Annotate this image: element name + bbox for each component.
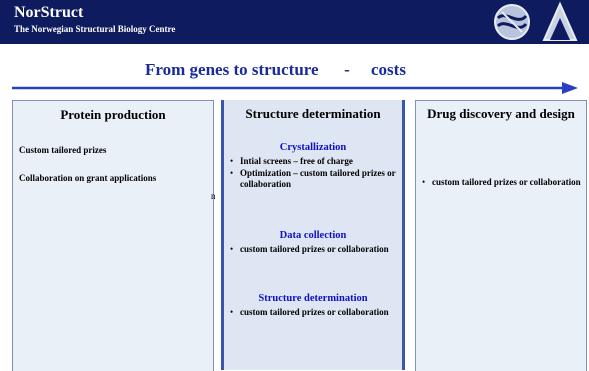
brand-title: NorStruct <box>14 4 84 21</box>
bullet-icon: • <box>230 156 234 166</box>
heading-right: costs <box>371 60 406 79</box>
page-heading: From genes to structure - costs <box>145 60 406 80</box>
bullet-icon: • <box>230 244 234 254</box>
bullet-icon: • <box>422 177 426 187</box>
bullet-item: • Optimization – custom tailored prizes … <box>230 168 396 189</box>
column-title: Drug discovery and design <box>427 106 575 121</box>
column-title: Structure determination <box>245 106 381 121</box>
header-band: NorStruct The Norwegian Structural Biolo… <box>0 0 589 44</box>
column-drug-discovery: Drug discovery and design • custom tailo… <box>415 100 587 371</box>
progress-arrow-icon <box>12 82 578 94</box>
bullet-item: • custom tailored prizes or collaboratio… <box>422 177 581 187</box>
text-line: Collaboration on grant applications <box>19 173 157 183</box>
bullet-item: • Intial screens – free of charge <box>230 156 353 166</box>
bullet-item: • custom tailored prizes or collaboratio… <box>230 244 389 254</box>
column-protein-production: Protein production Custom tailored prize… <box>12 100 214 371</box>
text-line: Custom tailored prizes <box>19 145 107 155</box>
bullet-icon: • <box>230 307 234 317</box>
norstruct-logo-icon <box>494 1 578 41</box>
stray-text: n <box>211 191 216 201</box>
column-title: Protein production <box>60 107 166 122</box>
column-structure-determination: Structure determination Crystallization … <box>221 100 405 370</box>
bullet-icon: • <box>230 168 234 178</box>
heading-separator: - <box>344 60 350 79</box>
bullet-item: • custom tailored prizes or collaboratio… <box>230 307 389 317</box>
section-title: Structure determination <box>258 293 368 304</box>
brand-subtitle: The Norwegian Structural Biology Centre <box>14 24 176 34</box>
section-title: Data collection <box>279 230 347 241</box>
section-title: Crystallization <box>279 142 347 153</box>
heading-left: From genes to structure <box>145 60 319 79</box>
